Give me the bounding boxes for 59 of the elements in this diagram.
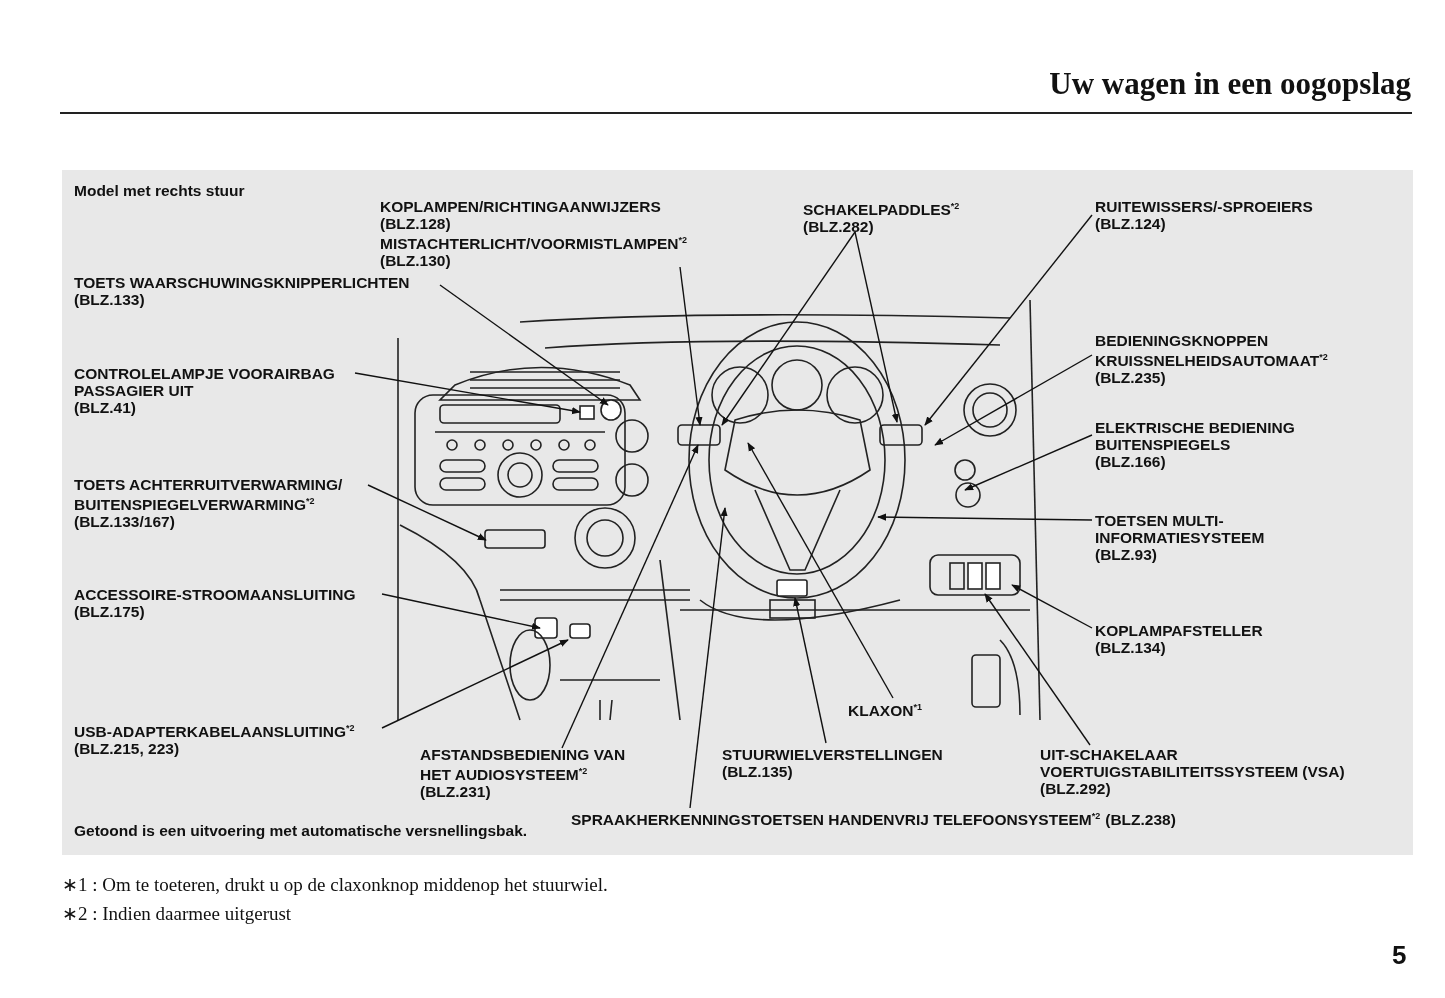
callout-text: BEDIENINGSKNOPPEN KRUISSNELHEIDSAUTOMAAT$^{*2}$ <box>1095 332 1329 370</box>
footnote: ∗2 : Indien daarmee uitgerust <box>62 902 292 925</box>
page-reference: (BLZ.93) <box>1095 546 1158 563</box>
callout-text: ELEKTRISCHE BEDIENING BUITENSPIEGELS <box>1095 419 1296 453</box>
callout-text: TOETSEN MULTI-INFORMATIESYSTEEM <box>1095 512 1266 546</box>
page-reference: (BLZ.135) <box>722 763 794 780</box>
page-title: Uw wagen in een oogopslag <box>1049 66 1411 102</box>
leader-line <box>561 444 699 749</box>
leader-line <box>381 593 541 630</box>
callout-text: CONTROLELAMPJE VOORAIRBAG PASSAGIER UIT <box>74 365 336 399</box>
leader-line <box>381 639 569 729</box>
callout-text: AFSTANDSBEDIENING VAN HET AUDIOSYSTEEM$^{*2}$ <box>420 746 627 784</box>
leader-line <box>1011 584 1093 629</box>
callout-text: SPRAAKHERKENNINGSTOETSEN HANDENVRIJ TELEFOONSYSTEEM$^{*2}$ <box>571 811 1101 829</box>
leader-line <box>354 372 581 415</box>
figure-note: Getoond is een uitvoering met automatische versnellingsbak. <box>74 822 528 840</box>
leader-line <box>924 214 1093 426</box>
page-reference: (BLZ.235) <box>1095 369 1167 387</box>
page-reference: (BLZ.292) <box>1040 780 1112 797</box>
callout-text: USB-ADAPTERKABELAANSLUITING$^{*2}$ <box>74 722 356 741</box>
leader-line <box>689 507 728 809</box>
page-reference: (BLZ.128) <box>380 215 452 232</box>
callout-text: TOETS WAARSCHUWINGSKNIPPERLICHTEN <box>74 274 411 291</box>
page-number: 5 <box>1392 940 1407 971</box>
footnote: ∗1 : Om te toeteren, drukt u op de claxonknop middenop het stuurwiel. <box>62 873 608 896</box>
page-reference: (BLZ.41) <box>74 399 137 416</box>
callout-text: ACCESSOIRE-STROOMAANSLUITING <box>74 586 357 603</box>
callout-text: RUITEWISSERS/-SPROEIERS <box>1095 198 1314 215</box>
leader-line <box>439 284 609 406</box>
callout-text: UIT-SCHAKELAAR VOERTUIGSTABILITEITSSYSTEEM (VSA) <box>1040 746 1346 780</box>
callout-text: KOPLAMPEN/RICHTINGAANWIJZERS <box>380 198 662 215</box>
page-reference: (BLZ.124) <box>1095 215 1167 232</box>
page-reference: (BLZ.231) <box>420 783 492 801</box>
leader-line <box>367 484 487 541</box>
leader-line <box>721 231 856 426</box>
callout-text: KOPLAMPAFSTELLER <box>1095 622 1264 639</box>
leader-line <box>934 354 1093 446</box>
callout-text: KLAXON$^{*1}$ <box>848 701 923 720</box>
figure-note: Model met rechts stuur <box>74 182 245 200</box>
leader-line <box>679 266 703 426</box>
leader-line <box>747 442 894 699</box>
page-reference: (BLZ.215, 223) <box>74 740 181 758</box>
callout-text: STUURWIELVERSTELLINGEN <box>722 746 944 763</box>
page-reference: (BLZ.130) <box>380 252 452 270</box>
page-reference: (BLZ.134) <box>1095 639 1167 656</box>
callout-text: TOETS ACHTERRUITVERWARMING/ BUITENSPIEGELVERWARMING$^{*2}$ <box>74 476 344 514</box>
page-reference: (BLZ.282) <box>803 218 875 236</box>
leader-line <box>984 593 1091 746</box>
leader-line <box>793 597 827 744</box>
page-reference: (BLZ.133) <box>74 291 146 308</box>
page-reference: (BLZ.175) <box>74 603 146 620</box>
leader-line <box>964 434 1093 491</box>
callout-text: MISTACHTERLICHT/VOORMISTLAMPEN$^{*2}$ <box>380 234 689 253</box>
page-reference: (BLZ.238) <box>1105 811 1176 829</box>
page-reference: (BLZ.166) <box>1095 453 1167 470</box>
leader-line <box>854 231 899 423</box>
page-reference: (BLZ.133/167) <box>74 513 176 531</box>
leader-line <box>877 513 1093 521</box>
callout-text: SCHAKELPADDLES$^{*2}$ <box>803 200 961 219</box>
